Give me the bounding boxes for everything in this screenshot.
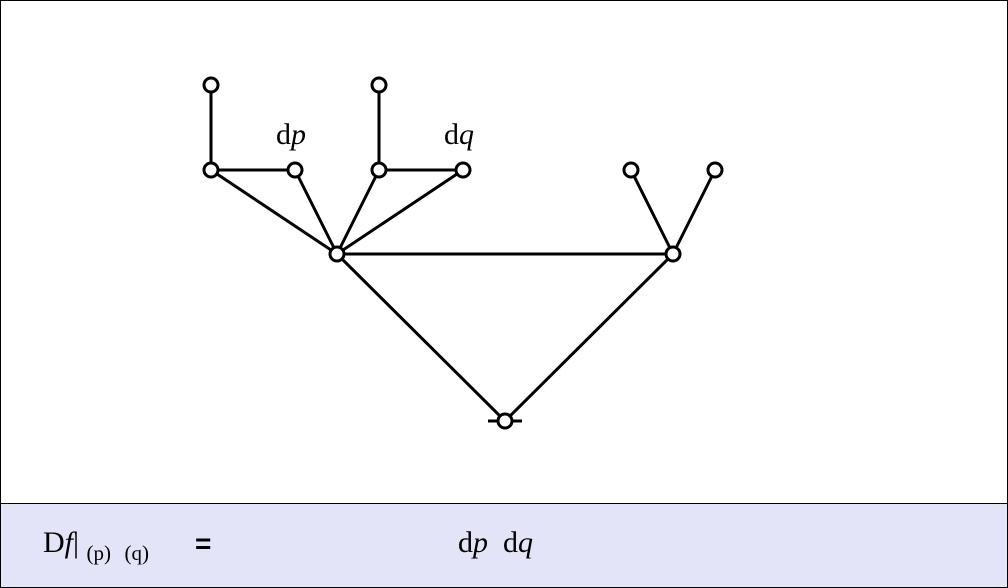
tree-diagram: [202, 76, 724, 430]
edge: [671, 169, 717, 255]
tree-node: [622, 161, 640, 179]
lhs-D: D: [43, 526, 65, 559]
edge: [293, 169, 339, 255]
edge: [335, 252, 507, 423]
evaluation-bar: |: [73, 526, 80, 559]
subscript-q: (q): [124, 541, 150, 565]
edge: [336, 168, 464, 256]
tree-node: [328, 245, 346, 263]
formula-rhs: dp dq: [458, 526, 533, 559]
equals-sign: =: [195, 528, 212, 559]
tree-node: [202, 76, 220, 94]
root-node: [496, 412, 514, 430]
edge: [335, 169, 381, 255]
tree-node: [370, 76, 388, 94]
label-dq: dq: [444, 118, 474, 151]
tree-node: [370, 161, 388, 179]
tree-node: [706, 161, 724, 179]
tree-node: [664, 245, 682, 263]
formula-lhs: Df| (p) (q): [43, 526, 149, 565]
tree-node: [286, 161, 304, 179]
edge: [629, 169, 675, 255]
subscript-p: (p): [86, 541, 112, 565]
edge: [210, 168, 338, 256]
tree-node: [202, 161, 220, 179]
formula-bar: Df| (p) (q) = dp dq: [1, 503, 1007, 587]
label-dp: dp: [276, 118, 306, 151]
lhs-f: f: [64, 526, 74, 559]
edge: [503, 252, 675, 423]
tree-node: [454, 161, 472, 179]
